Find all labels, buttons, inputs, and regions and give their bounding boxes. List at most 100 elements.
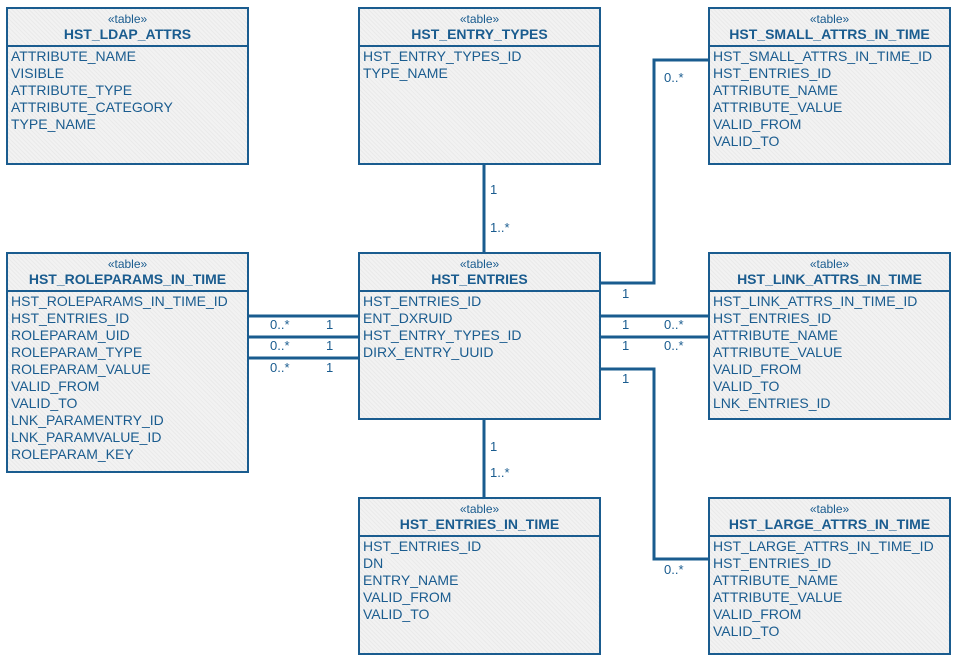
table-entry-types[interactable]: «table»HST_ENTRY_TYPES HST_ENTRY_TYPES_ID… [358, 7, 601, 165]
multiplicity-label: 0..* [270, 317, 290, 332]
table-attribute: ROLEPARAM_UID [11, 327, 130, 343]
table-attribute: HST_ENTRIES_ID [363, 293, 482, 309]
table-header: «table»HST_LDAP_ATTRS [8, 9, 247, 47]
relationship-line-entries-to-large-attrs [601, 367, 708, 561]
table-attribute: ATTRIBUTE_TYPE [11, 82, 133, 98]
table-attribute: ATTRIBUTE_VALUE [713, 344, 843, 360]
table-attribute: ROLEPARAM_TYPE [11, 344, 143, 360]
table-stereotype: «table» [809, 502, 850, 516]
table-attribute: ATTRIBUTE_NAME [11, 48, 136, 64]
multiplicity-label: 1 [622, 338, 630, 353]
table-header: «table»HST_ENTRIES [360, 254, 599, 292]
table-header: «table»HST_SMALL_ATTRS_IN_TIME [710, 9, 949, 47]
table-attribute: ATTRIBUTE_NAME [713, 572, 838, 588]
table-attribute: HST_ENTRIES_ID [713, 310, 832, 326]
table-name: HST_LINK_ATTRS_IN_TIME [737, 271, 922, 287]
multiplicity-label: 0..* [664, 70, 684, 85]
table-attribute: HST_LARGE_ATTRS_IN_TIME_ID [713, 538, 934, 554]
table-attribute: HST_ENTRIES_ID [713, 65, 832, 81]
table-attribute: ROLEPARAM_KEY [11, 446, 134, 462]
table-header: «table»HST_ENTRIES_IN_TIME [360, 499, 599, 537]
table-attribute: HST_ENTRIES_ID [713, 555, 832, 571]
table-name: HST_ENTRY_TYPES [411, 26, 548, 42]
multiplicity-label: 1 [490, 182, 498, 197]
table-attribute: TYPE_NAME [363, 65, 448, 81]
table-attribute: LNK_ENTRIES_ID [713, 395, 831, 411]
multiplicity-label: 0..* [270, 338, 290, 353]
table-attribute: HST_SMALL_ATTRS_IN_TIME_ID [713, 48, 933, 64]
table-stereotype: «table» [809, 12, 850, 26]
table-attribute: VALID_FROM [713, 606, 802, 622]
table-stereotype: «table» [809, 257, 850, 271]
table-attribute: HST_ENTRIES_ID [11, 310, 130, 326]
table-attribute: ATTRIBUTE_NAME [713, 327, 838, 343]
table-name: HST_SMALL_ATTRS_IN_TIME [729, 26, 930, 42]
table-stereotype: «table» [107, 257, 148, 271]
multiplicity-label: 1 [490, 439, 498, 454]
table-name: HST_LDAP_ATTRS [63, 26, 192, 42]
table-attribute: VISIBLE [11, 65, 64, 81]
multiplicity-label: 1 [622, 371, 630, 386]
table-stereotype: «table» [459, 502, 500, 516]
multiplicity-label: 1 [326, 317, 334, 332]
table-attribute: VALID_TO [713, 133, 780, 149]
table-name: HST_LARGE_ATTRS_IN_TIME [728, 516, 931, 532]
multiplicity-label: 1..* [490, 220, 510, 235]
multiplicity-label: 1 [622, 286, 630, 301]
table-header: «table»HST_LINK_ATTRS_IN_TIME [710, 254, 949, 292]
table-attribute: HST_ROLEPARAMS_IN_TIME_ID [11, 293, 228, 309]
table-attribute: VALID_FROM [713, 116, 802, 132]
table-attribute: ATTRIBUTE_CATEGORY [11, 99, 173, 115]
table-stereotype: «table» [459, 12, 500, 26]
table-header: «table»HST_LARGE_ATTRS_IN_TIME [710, 499, 949, 537]
table-attribute: HST_ENTRIES_ID [363, 538, 482, 554]
table-name: HST_ENTRIES_IN_TIME [399, 516, 560, 532]
table-attribute: TYPE_NAME [11, 116, 96, 132]
table-name: HST_ROLEPARAMS_IN_TIME [28, 271, 227, 287]
multiplicity-label: 0..* [270, 360, 290, 375]
table-attribute: VALID_TO [363, 606, 430, 622]
table-attribute: ENTRY_NAME [363, 572, 459, 588]
table-attribute: ATTRIBUTE_VALUE [713, 589, 843, 605]
table-attribute: HST_ENTRY_TYPES_ID [363, 48, 522, 64]
relationship-line-entries-to-small-attrs [601, 58, 708, 285]
table-stereotype: «table» [107, 12, 148, 26]
table-attribute: ROLEPARAM_VALUE [11, 361, 151, 377]
table-attribute: VALID_TO [713, 623, 780, 639]
table-attribute: HST_ENTRY_TYPES_ID [363, 327, 522, 343]
multiplicity-label: 0..* [664, 562, 684, 577]
table-header: «table»HST_ROLEPARAMS_IN_TIME [8, 254, 247, 292]
multiplicity-label: 1 [326, 338, 334, 353]
multiplicity-label: 1 [326, 360, 334, 375]
multiplicity-label: 0..* [664, 338, 684, 353]
multiplicity-label: 1 [622, 317, 630, 332]
table-attribute: HST_LINK_ATTRS_IN_TIME_ID [713, 293, 918, 309]
table-attribute: VALID_FROM [11, 378, 100, 394]
table-name: HST_ENTRIES [431, 271, 528, 287]
table-attribute: LNK_PARAMENTRY_ID [11, 412, 164, 428]
multiplicity-label: 1..* [490, 465, 510, 480]
table-attribute: ATTRIBUTE_VALUE [713, 99, 843, 115]
table-attribute: VALID_FROM [363, 589, 452, 605]
table-attribute: ATTRIBUTE_NAME [713, 82, 838, 98]
table-attribute: VALID_FROM [713, 361, 802, 377]
table-attribute: DN [363, 555, 384, 571]
table-attribute: VALID_TO [713, 378, 780, 394]
table-attribute: ENT_DXRUID [363, 310, 453, 326]
table-attribute: DIRX_ENTRY_UUID [363, 344, 494, 360]
